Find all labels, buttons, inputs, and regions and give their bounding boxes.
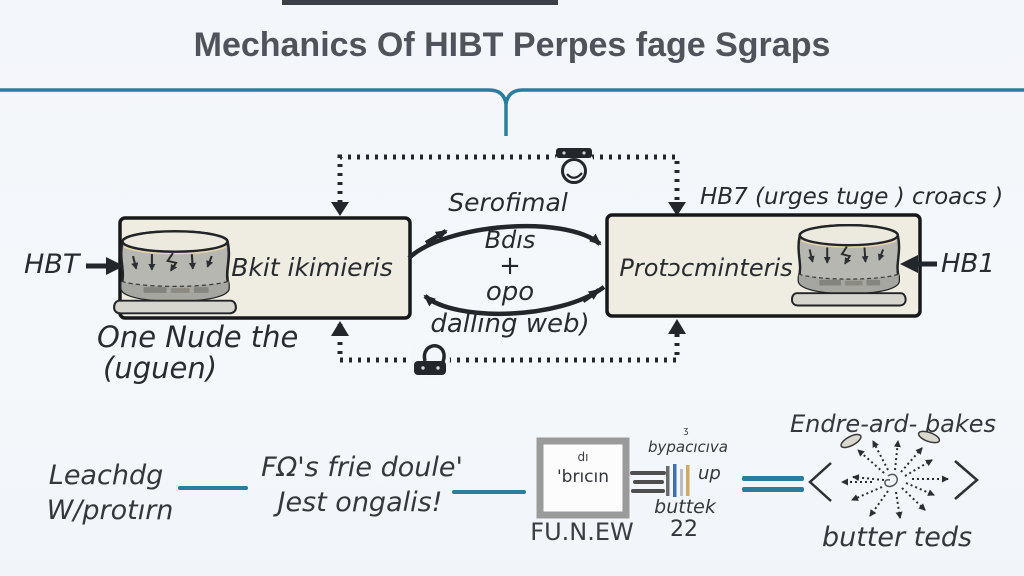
footer-item5-caption: butter teds	[821, 522, 973, 553]
page-title: Mechanics Of HIBT Perpes fage Sgraps	[193, 26, 831, 64]
right-input-arrow	[900, 255, 937, 273]
bottom-curved-arrow	[423, 285, 606, 317]
center-exchange-line1: Bdıs	[484, 226, 536, 254]
footer-item4-count: 22	[670, 517, 698, 542]
double-line-icon	[742, 476, 804, 492]
center-exchange-line3: opo	[485, 277, 535, 307]
funew-box-sup: dı	[577, 450, 589, 464]
triple-line-icon	[630, 471, 666, 493]
footer-item5-title: Endre-ard- bakes	[789, 410, 997, 438]
bottom-dotted-connector	[331, 319, 686, 363]
teal-divider-brace	[0, 88, 1024, 136]
right-chevron-icon	[954, 460, 979, 500]
left-box-label: Bkit ikimieris	[231, 253, 393, 282]
footer-item1-line1: Leachdg	[48, 460, 164, 491]
left-cylinder-drum	[114, 231, 236, 313]
right-box-label: Protɔcminteris	[619, 254, 793, 282]
funew-box-label: 'brıcın	[556, 467, 610, 487]
left-chevron-icon	[808, 462, 832, 502]
top-dotted-connector	[331, 154, 686, 216]
right-cylinder-drum	[792, 225, 906, 305]
footer-item4-sup: ʒ	[683, 426, 689, 436]
right-box-title: HB7 (urges tuge ) croacs )	[700, 184, 1004, 210]
funew-frame-box	[536, 437, 630, 519]
center-exchange-plus: +	[499, 251, 521, 281]
footer-separator-2	[452, 490, 526, 494]
left-input-label: HBT	[24, 249, 80, 280]
leaf-marks	[840, 430, 941, 449]
center-top-label: Serofimal	[448, 188, 568, 217]
left-box-caption-line2: (uguen)	[103, 351, 218, 385]
footer-item4-right: up	[698, 463, 721, 484]
left-box-caption-line1: One Nude the	[97, 320, 299, 354]
right-input-label: HB1	[941, 249, 995, 279]
footer-item4-top: bypacıcıva	[647, 438, 729, 456]
footer-item1-line2: W/protırn	[46, 495, 174, 526]
footer-item2-line2: Jest ongalis!	[277, 487, 443, 518]
top-edge-bar	[282, 0, 558, 5]
top-curved-arrow	[407, 223, 602, 260]
footer-item4-line2: buttek	[654, 496, 716, 518]
center-bottom-label: dalling web)	[430, 309, 590, 339]
left-input-arrow	[86, 257, 124, 275]
footer-separator-1	[178, 486, 248, 490]
starburst-arrows-icon	[841, 440, 949, 519]
bar-chart-icon	[666, 464, 690, 497]
padlock-icon	[410, 340, 450, 380]
clock-icon	[554, 145, 594, 185]
funew-caption: FU.N.EW	[530, 518, 634, 546]
footer-item2-line1: FΩ's frie doule'	[261, 452, 463, 483]
